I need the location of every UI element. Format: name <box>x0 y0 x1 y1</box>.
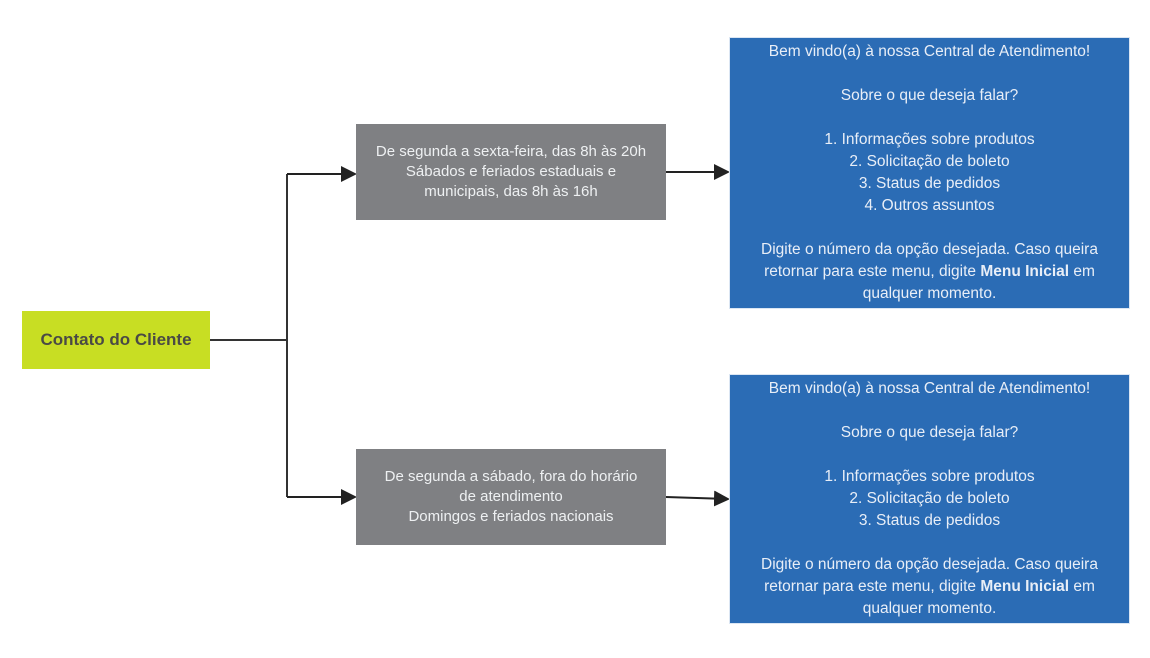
condition-line: De segunda a sábado, fora do horário <box>384 468 638 485</box>
menu-after-hours: Bem vindo(a) à nossa Central de Atendime… <box>729 374 1130 624</box>
menu-instruction: Digite o número da opção desejada. Caso … <box>736 554 1123 620</box>
menu-greeting: Bem vindo(a) à nossa Central de Atendime… <box>768 380 1091 397</box>
condition-business-hours: De segunda a sexta-feira, das 8h às 20h … <box>356 124 666 220</box>
menu-option: 1. Informações sobre produtos <box>824 131 1035 148</box>
instruction-text: Digite o número da opção desejada. Caso … <box>761 556 1098 595</box>
instruction-text: em qualquer momento. <box>862 263 1095 302</box>
menu-option: 3. Status de pedidos <box>858 175 1001 192</box>
condition-line: De segunda a sexta-feira, das 8h às 20h <box>375 143 647 160</box>
instruction-text: em qualquer momento. <box>862 578 1095 617</box>
root-label: Contato do Cliente <box>40 330 192 349</box>
menu-business-hours: Bem vindo(a) à nossa Central de Atendime… <box>729 37 1130 309</box>
instruction-text: Digite o número da opção desejada. Caso … <box>761 241 1098 280</box>
condition-after-hours: De segunda a sábado, fora do horário de … <box>356 449 666 545</box>
instruction-keyword: Menu Inicial <box>980 578 1070 595</box>
menu-question: Sobre o que deseja falar? <box>840 87 1019 104</box>
instruction-keyword: Menu Inicial <box>980 263 1070 280</box>
menu-instruction: Digite o número da opção desejada. Caso … <box>736 239 1123 305</box>
condition-line: Sábados e feriados estaduais e <box>405 163 617 180</box>
menu-greeting: Bem vindo(a) à nossa Central de Atendime… <box>768 43 1091 60</box>
condition-line: Domingos e feriados nacionais <box>408 508 614 525</box>
menu-option: 1. Informações sobre produtos <box>824 468 1035 485</box>
arrow-to-menu-2 <box>665 490 730 507</box>
menu-option: 2. Solicitação de boleto <box>849 153 1010 170</box>
condition-line: de atendimento <box>459 488 563 505</box>
menu-question: Sobre o que deseja falar? <box>840 424 1019 441</box>
menu-option: 4. Outros assuntos <box>864 197 995 214</box>
root-node-customer-contact: Contato do Cliente <box>22 311 210 369</box>
menu-option: 2. Solicitação de boleto <box>849 490 1010 507</box>
menu-option: 3. Status de pedidos <box>858 512 1001 529</box>
condition-line: municipais, das 8h às 16h <box>424 183 598 200</box>
